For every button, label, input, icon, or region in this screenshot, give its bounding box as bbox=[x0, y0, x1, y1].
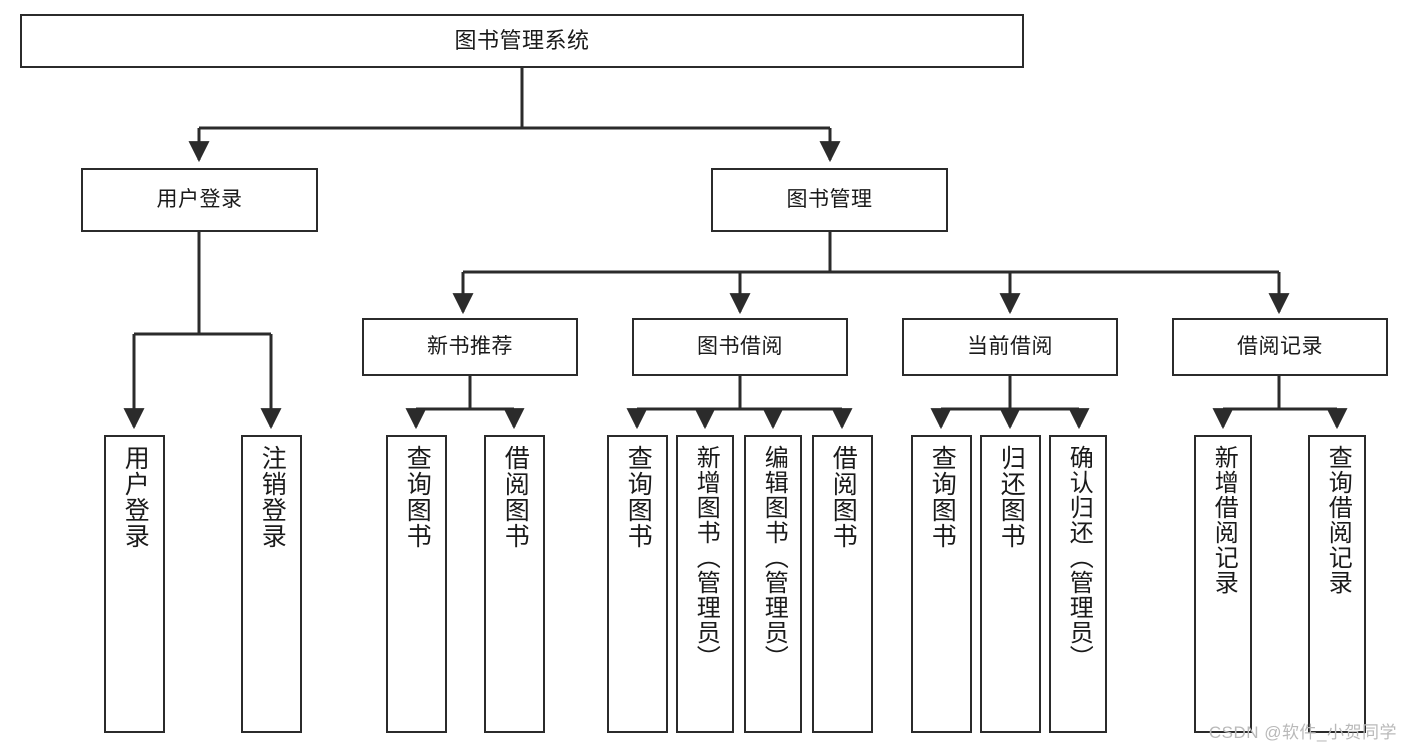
node-book-borrow[interactable]: 图书借阅 bbox=[632, 318, 848, 376]
node-leaf-query-book-2[interactable]: 查询图书 bbox=[607, 435, 668, 733]
node-leaf-borrow-book-1[interactable]: 借阅图书 bbox=[484, 435, 545, 733]
node-book-management[interactable]: 图书管理 bbox=[711, 168, 948, 232]
node-borrow-record-label: 借阅记录 bbox=[1237, 334, 1323, 358]
node-new-book-recommend[interactable]: 新书推荐 bbox=[362, 318, 578, 376]
node-book-management-label: 图书管理 bbox=[786, 187, 873, 211]
node-leaf-edit-book-label: 编辑图书（管理员） bbox=[760, 445, 788, 670]
node-leaf-query-book-1[interactable]: 查询图书 bbox=[386, 435, 447, 733]
node-leaf-confirm-return[interactable]: 确认归还（管理员） bbox=[1049, 435, 1107, 733]
node-leaf-add-book-label: 新增图书（管理员） bbox=[692, 445, 720, 670]
node-leaf-query-book-2-label: 查询图书 bbox=[624, 445, 653, 549]
node-current-borrow-label: 当前借阅 bbox=[967, 334, 1053, 358]
node-borrow-record[interactable]: 借阅记录 bbox=[1172, 318, 1388, 376]
node-leaf-query-record[interactable]: 查询借阅记录 bbox=[1308, 435, 1366, 733]
watermark-text: CSDN @软件_小贺同学 bbox=[1208, 723, 1397, 742]
node-user-login[interactable]: 用户登录 bbox=[81, 168, 318, 232]
node-leaf-logout-label: 注销登录 bbox=[258, 445, 287, 549]
node-user-login-label: 用户登录 bbox=[156, 187, 243, 211]
node-new-book-recommend-label: 新书推荐 bbox=[427, 334, 513, 358]
node-leaf-logout[interactable]: 注销登录 bbox=[241, 435, 302, 733]
node-leaf-borrow-book-1-label: 借阅图书 bbox=[501, 445, 530, 549]
node-root-label: 图书管理系统 bbox=[454, 28, 590, 54]
node-leaf-add-book[interactable]: 新增图书（管理员） bbox=[676, 435, 734, 733]
node-root[interactable]: 图书管理系统 bbox=[20, 14, 1024, 68]
node-leaf-user-login-label: 用户登录 bbox=[121, 445, 150, 549]
node-leaf-borrow-book-2-label: 借阅图书 bbox=[829, 445, 858, 549]
node-leaf-confirm-return-label: 确认归还（管理员） bbox=[1065, 445, 1093, 670]
node-leaf-return-book[interactable]: 归还图书 bbox=[980, 435, 1041, 733]
node-current-borrow[interactable]: 当前借阅 bbox=[902, 318, 1118, 376]
node-leaf-query-book-3-label: 查询图书 bbox=[928, 445, 957, 549]
node-leaf-query-book-3[interactable]: 查询图书 bbox=[911, 435, 972, 733]
node-leaf-edit-book[interactable]: 编辑图书（管理员） bbox=[744, 435, 802, 733]
node-leaf-query-book-1-label: 查询图书 bbox=[403, 445, 432, 549]
node-leaf-user-login[interactable]: 用户登录 bbox=[104, 435, 165, 733]
node-leaf-return-book-label: 归还图书 bbox=[997, 445, 1026, 549]
node-book-borrow-label: 图书借阅 bbox=[697, 334, 783, 358]
node-leaf-add-record[interactable]: 新增借阅记录 bbox=[1194, 435, 1252, 733]
node-leaf-add-record-label: 新增借阅记录 bbox=[1210, 445, 1238, 595]
node-leaf-borrow-book-2[interactable]: 借阅图书 bbox=[812, 435, 873, 733]
node-leaf-query-record-label: 查询借阅记录 bbox=[1324, 445, 1352, 595]
